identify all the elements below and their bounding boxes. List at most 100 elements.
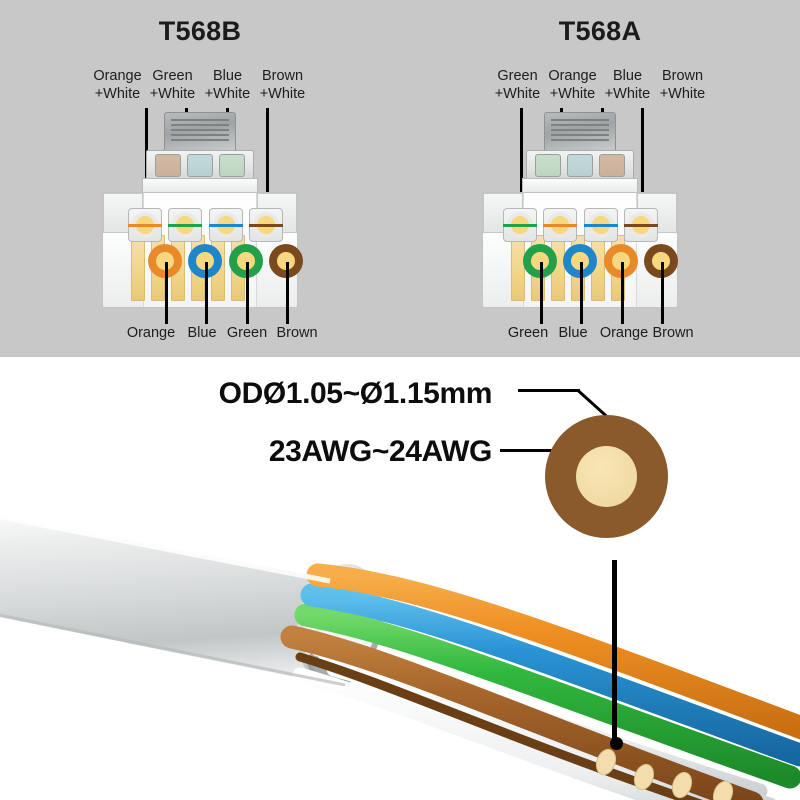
wire-conductor-core xyxy=(576,446,637,507)
panel-title-t568b: T568B xyxy=(158,16,242,46)
leader-awg-horizontal xyxy=(500,449,578,452)
panel-title-t568a: T568A xyxy=(558,16,642,46)
pin-top-a2-stripe xyxy=(543,224,577,227)
top-label-a2-line2: +White xyxy=(549,85,596,102)
contact-blade-6 xyxy=(131,235,145,301)
leader-line-bottom-2 xyxy=(205,262,208,324)
pin-bottom-a1 xyxy=(523,244,557,278)
pin-bottom-3 xyxy=(229,244,263,278)
pin-top-1 xyxy=(128,208,162,242)
contact-blade-a6 xyxy=(511,235,525,301)
top-labels-t568a: Green +White Orange +White Blue +White B… xyxy=(400,68,800,104)
leader-cable-endpoint xyxy=(610,737,623,750)
bottom-label-a1: Green xyxy=(507,325,549,341)
top-label-1-line2: +White xyxy=(94,85,141,102)
pin-top-2 xyxy=(168,208,202,242)
pin-bottom-2-core xyxy=(196,252,214,270)
top-label-2-line1: Green xyxy=(152,68,193,84)
pin-top-a1 xyxy=(503,208,537,242)
bottom-label-1: Orange xyxy=(126,325,176,341)
top-label-a1: Green +White xyxy=(490,68,545,104)
pin-bottom-a3 xyxy=(604,244,638,278)
spec-outer-diameter: ODØ1.05~Ø1.15mm xyxy=(218,377,493,410)
pin-top-2-stripe xyxy=(168,224,202,227)
pin-top-4-stripe xyxy=(249,224,283,227)
bottom-label-a4: Brown xyxy=(652,325,694,341)
pin-bottom-a3-core xyxy=(612,252,630,270)
pin-top-a4 xyxy=(624,208,658,242)
top-label-2-line2: +White xyxy=(149,85,196,102)
bottom-label-4: Brown xyxy=(276,325,318,341)
top-label-4-line2: +White xyxy=(259,85,306,102)
top-label-a4: Brown +White xyxy=(655,68,710,104)
latch-grip-ridges xyxy=(171,119,229,121)
rj45-connector-t568a xyxy=(482,112,678,308)
pin-top-a2 xyxy=(543,208,577,242)
pin-bottom-a1-core xyxy=(531,252,549,270)
wire-cross-section xyxy=(545,415,668,538)
spec-wire-gauge: 23AWG~24AWG xyxy=(268,435,493,468)
leader-line-bottom-1 xyxy=(165,262,168,324)
cable-spec-section: ODØ1.05~Ø1.15mm 23AWG~24AWG xyxy=(0,357,800,800)
pin-top-a3-stripe xyxy=(584,224,618,227)
top-label-a2: Orange +White xyxy=(545,68,600,104)
top-label-a3: Blue +White xyxy=(600,68,655,104)
pin-top-a1-stripe xyxy=(503,224,537,227)
top-label-4-line1: Brown xyxy=(261,68,304,84)
pin-top-1-stripe xyxy=(128,224,162,227)
neck-window-1 xyxy=(155,154,181,177)
pin-top-3-stripe xyxy=(209,224,243,227)
leader-line-bottom-4 xyxy=(286,262,289,324)
rj45-connector-t568b xyxy=(102,112,303,308)
pin-top-a3 xyxy=(584,208,618,242)
leader-od-horizontal xyxy=(518,389,580,392)
bottom-label-a3: Orange xyxy=(599,325,649,341)
leader-line-top-4 xyxy=(266,108,269,230)
pin-bottom-3-core xyxy=(237,252,255,270)
leader-line-bottom-3 xyxy=(246,262,249,324)
leader-line-top-a1 xyxy=(520,108,523,230)
top-label-a3-line1: Blue xyxy=(612,68,643,84)
panel-t568a: T568A Green +White Orange +White Blue +W… xyxy=(400,0,800,357)
bottom-label-a2: Blue xyxy=(558,325,588,341)
cable-illustration xyxy=(0,514,800,800)
top-label-a1-line2: +White xyxy=(494,85,541,102)
neck-window-a3 xyxy=(599,154,625,177)
pin-top-3 xyxy=(209,208,243,242)
top-label-1-line1: Orange xyxy=(93,68,142,84)
top-label-3-line1: Blue xyxy=(212,68,243,84)
leader-line-bottom-a4 xyxy=(661,262,664,324)
neck-window-a2 xyxy=(567,154,593,177)
top-label-3: Blue +White xyxy=(200,68,255,104)
top-label-a1-line1: Green xyxy=(497,68,538,84)
pin-bottom-4-core xyxy=(277,252,295,270)
pin-bottom-1 xyxy=(148,244,182,278)
bottom-label-2: Blue xyxy=(187,325,217,341)
pin-bottom-1-core xyxy=(156,252,174,270)
top-label-a4-line1: Brown xyxy=(661,68,704,84)
top-label-3-line2: +White xyxy=(204,85,251,102)
bottom-label-3: Green xyxy=(226,325,268,341)
latch-grip-ridges-a xyxy=(551,119,609,121)
top-label-a4-line2: +White xyxy=(659,85,706,102)
leader-line-top-a4 xyxy=(641,108,644,230)
leader-line-bottom-a3 xyxy=(621,262,624,324)
leader-line-bottom-a1 xyxy=(540,262,543,324)
top-labels-t568b: Orange +White Green +White Blue +White B… xyxy=(0,68,400,104)
top-label-1: Orange +White xyxy=(90,68,145,104)
top-label-4: Brown +White xyxy=(255,68,310,104)
panel-t568b: T568B Orange +White Green +White Blue +W… xyxy=(0,0,400,357)
pin-top-4 xyxy=(249,208,283,242)
top-label-a3-line2: +White xyxy=(604,85,651,102)
leader-cable-vertical xyxy=(612,560,617,742)
pin-bottom-a4-core xyxy=(652,252,670,270)
neck-window-2 xyxy=(187,154,213,177)
standards-panel: T568B Orange +White Green +White Blue +W… xyxy=(0,0,800,357)
pin-bottom-a2-core xyxy=(571,252,589,270)
top-label-2: Green +White xyxy=(145,68,200,104)
latch-clip-a xyxy=(544,112,616,156)
neck-window-3 xyxy=(219,154,245,177)
pin-top-a4-stripe xyxy=(624,224,658,227)
neck-window-a1 xyxy=(535,154,561,177)
